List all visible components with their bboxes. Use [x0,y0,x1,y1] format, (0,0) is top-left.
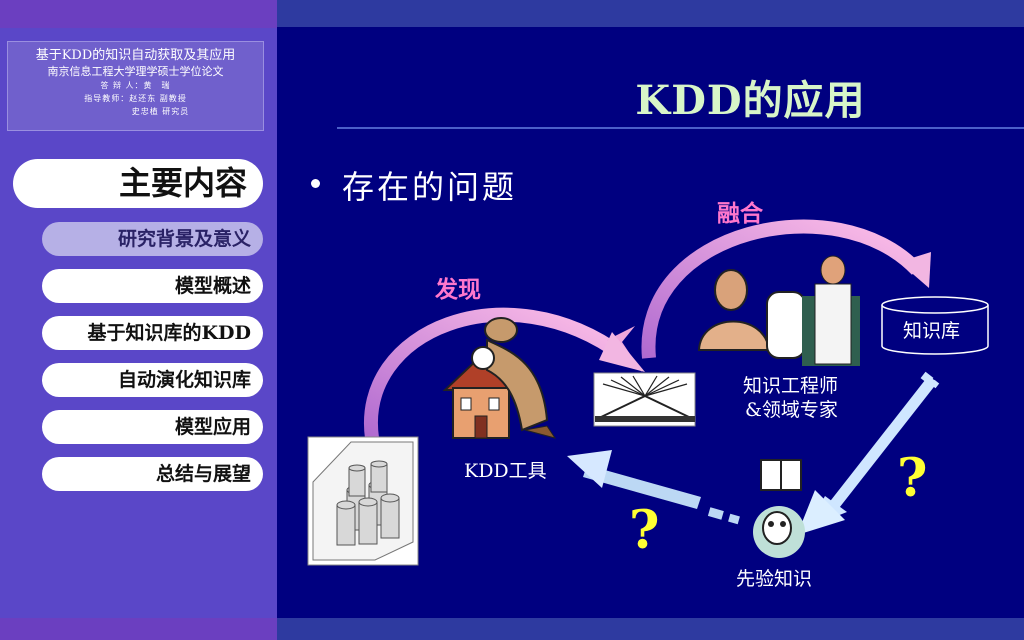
slide-top-bar [277,0,1024,27]
fuse-arrow [641,219,931,359]
prior-knowledge-icon [753,459,805,558]
discover-arrow [363,307,645,439]
slide-title: KDD的应用 [277,68,1024,126]
thesis-title: 基于KDD的知识自动获取及其应用 [35,48,236,63]
nav-main-heading[interactable]: 主要内容 [13,159,263,208]
slide-area: KDD的应用 存在的问题 [277,0,1024,640]
detective-icon [442,317,557,439]
prior-knowledge-label: 先验知识 [736,568,813,590]
kdd-tool-label: KDD工具 [464,460,547,482]
bullet-text: 存在的问题 [342,168,518,206]
thesis-info-box: 基于KDD的知识自动获取及其应用 南京信息工程大学理学硕士学位论文 答 辩 人：… [7,41,264,131]
thesis-defender: 答 辩 人：黄 瑞 [100,81,171,90]
open-book-icon [593,372,696,427]
engineer-expert-icon [697,255,860,366]
kb-to-prior-arrow [797,371,940,535]
discover-label: 发现 [435,276,481,303]
sidebar: 基于KDD的知识自动获取及其应用 南京信息工程大学理学硕士学位论文 答 辩 人：… [0,0,277,640]
title-divider [337,127,1024,129]
fuse-label: 融合 [717,200,763,227]
nav-item-model-application[interactable]: 模型应用 [42,410,263,444]
thesis-advisor: 指导教师：赵还东 副教授 [84,94,187,103]
question-mark-left: ? [629,500,660,561]
expert-label: &领域专家 [745,399,838,421]
knowledge-label: 知识 [649,444,688,466]
diagram-graphics [307,219,989,566]
thesis-subtitle: 南京信息工程大学理学硕士学位论文 [47,65,224,78]
sidebar-top-bar [0,0,277,28]
question-mark-right: ? [897,448,928,509]
raw-data-icon [307,436,419,566]
thesis-advisor2: 史忠植 研究员 [131,107,190,116]
prior-to-kdd-arrow [567,450,740,525]
nav-item-summary[interactable]: 总结与展望 [42,457,263,491]
sidebar-bottom-bar [0,618,277,640]
engineer-label: 知识工程师 [743,375,839,397]
bullet-icon [311,179,320,188]
slide-title-text: KDD的应用 [635,77,866,124]
nav-item-model-overview[interactable]: 模型概述 [42,269,263,303]
knowledge-base-icon [881,296,989,355]
nav-item-kb-kdd[interactable]: 基于知识库的KDD [42,316,263,350]
knowledge-base-label: 知识库 [903,320,961,342]
slide-bottom-bar [277,618,1024,640]
nav-item-background[interactable]: 研究背景及意义 [42,222,263,256]
raw-data-label: 原始数据 [324,572,401,594]
nav-item-evolving-kb[interactable]: 自动演化知识库 [42,363,263,397]
